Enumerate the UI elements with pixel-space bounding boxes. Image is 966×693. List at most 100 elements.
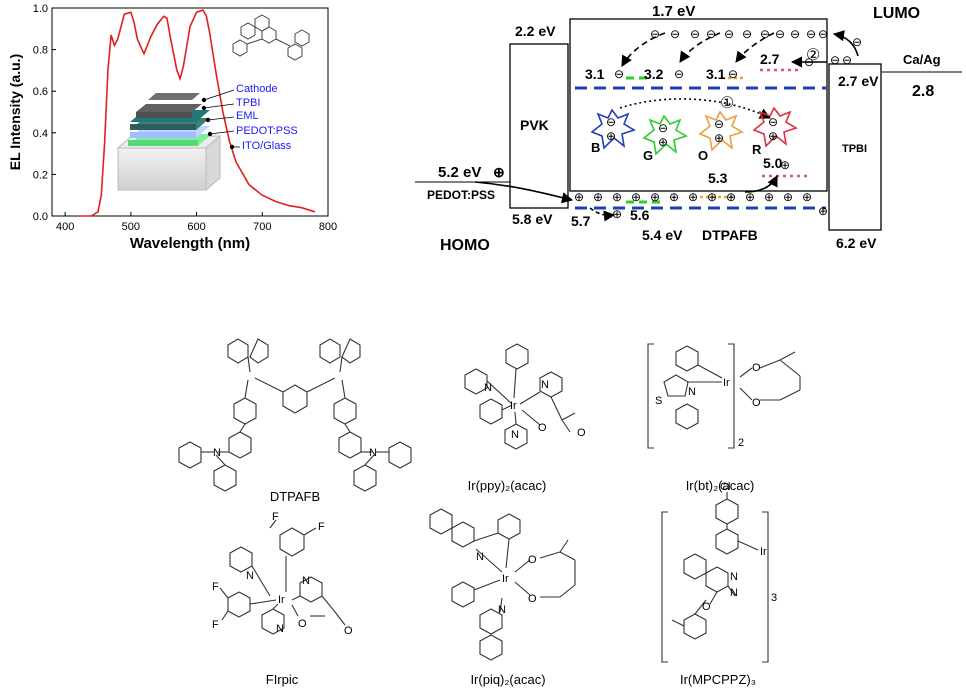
lumo-label: LUMO (873, 5, 920, 22)
pedot-value: 5.2 eV (438, 164, 481, 181)
x-tick-label: 600 (187, 221, 205, 233)
pvk-homo: 5.8 eV (512, 211, 553, 227)
dtpafb-atom-n2: N (369, 447, 377, 459)
host-box (569, 18, 828, 192)
pvk-lumo: 2.2 eV (515, 23, 556, 39)
svg-text:⊕: ⊕ (631, 190, 641, 204)
svg-text:⊖: ⊖ (658, 121, 668, 135)
layer-label-ito: ITO/Glass (242, 140, 292, 152)
dopant-star-green: ⊖ ⊕ G (642, 114, 688, 163)
irmpc-atom-n2: N (730, 587, 738, 599)
irbt-atom-s: S (655, 395, 662, 407)
irpiq-atom-o2: O (528, 593, 537, 605)
y-axis-ticks: 0.00.20.40.60.81.0 (33, 3, 56, 223)
y-tick-label: 1.0 (33, 3, 48, 15)
tpbi-homo: 6.2 eV (836, 235, 877, 251)
svg-text:⊕: ⊕ (818, 204, 828, 218)
layer-label-eml: EML (236, 110, 259, 122)
svg-text:⊕: ⊕ (612, 207, 622, 221)
y-tick-label: 0.2 (33, 169, 48, 181)
firpic-atom-n1: N (246, 570, 254, 582)
irmpc-structure-image (661, 492, 769, 663)
firpic-atom-n3: N (302, 575, 310, 587)
device-stack-illustration: Cathode TPBI EML PEDOT:PSS ITO/Glass (116, 83, 298, 192)
svg-text:⊖: ⊖ (806, 27, 816, 41)
pvk-box (509, 43, 569, 209)
svg-text:⊖: ⊖ (690, 27, 700, 41)
irmpc-atom-ir: Ir (760, 546, 767, 558)
x-axis-label: Wavelength (nm) (130, 235, 250, 252)
irpiq-atom-ir: Ir (502, 573, 509, 585)
dopant-star-orange: ⊖ ⊕ O (698, 110, 744, 163)
svg-text:⊖: ⊖ (650, 27, 660, 41)
svg-text:⊖: ⊖ (790, 27, 800, 41)
irppy-structure-image (464, 343, 576, 450)
dopant-star-blue: ⊖ ⊕ B (590, 108, 636, 155)
svg-text:⊖: ⊖ (714, 117, 724, 131)
svg-text:B: B (591, 140, 600, 155)
svg-text:⊖: ⊖ (830, 53, 840, 67)
irppy-atom-n2: N (511, 429, 519, 441)
irbt-structure-image (647, 343, 801, 449)
svg-text:⊖: ⊖ (728, 67, 738, 81)
svg-text:⊖: ⊖ (674, 67, 684, 81)
tpbi-name: TPBI (842, 143, 867, 155)
svg-text:⊕: ⊕ (606, 129, 616, 143)
tpbi-box (828, 63, 882, 231)
chemical-structures: N N DTPAFB Ir N N N O O (178, 338, 801, 687)
svg-text:⊖: ⊖ (775, 27, 785, 41)
svg-text:⊖: ⊖ (724, 27, 734, 41)
svg-text:⊖: ⊖ (760, 27, 770, 41)
dtpafb-atom-n1: N (213, 447, 221, 459)
dtpafb-structure-image (178, 338, 412, 492)
firpic-atom-f2: F (318, 521, 325, 533)
lumo-level-orange: 3.1 (706, 66, 726, 82)
svg-text:⊕: ⊕ (802, 190, 812, 204)
irppy-atom-o2: O (577, 427, 586, 439)
plot-frame (51, 7, 329, 217)
x-tick-label: 400 (56, 221, 74, 233)
cathode-name: Ca/Ag (903, 52, 941, 67)
irpiq-atom-o1: O (528, 554, 537, 566)
svg-text:⊕: ⊕ (764, 190, 774, 204)
svg-text:⊖: ⊖ (742, 27, 752, 41)
svg-text:⊕: ⊕ (714, 131, 724, 145)
svg-text:⊕: ⊕ (612, 190, 622, 204)
irbt-atom-o1: O (752, 362, 761, 374)
svg-text:⊕: ⊕ (768, 129, 778, 143)
svg-text:⊕: ⊕ (574, 190, 584, 204)
x-tick-label: 500 (122, 221, 140, 233)
cathode-value: 2.8 (912, 83, 934, 100)
svg-text:⊖: ⊖ (614, 67, 624, 81)
step-2-marker: ② (806, 47, 820, 64)
tpbi-lumo: 2.7 eV (838, 73, 879, 89)
y-tick-label: 0.0 (33, 211, 48, 223)
irmpc-atom-cl: Cl (720, 481, 730, 493)
irbt-subscript: 2 (738, 437, 744, 449)
svg-text:⊕: ⊕ (669, 190, 679, 204)
dopant-star-red: ⊖ ⊕ R (752, 106, 798, 157)
firpic-structure-image (219, 519, 346, 635)
irppy-atom-ir: Ir (510, 400, 517, 412)
firpic-atom-o2: O (344, 625, 353, 637)
irpiq-structure-image (429, 508, 576, 661)
firpic-atom-f4: F (212, 619, 219, 631)
irpiq-label: Ir(piq)₂(acac) (470, 672, 545, 687)
pvk-name: PVK (520, 117, 549, 133)
irppy-atom-o1: O (538, 422, 547, 434)
homo-level-blue: 5.7 (571, 213, 591, 229)
irbt-label: Ir(bt)₂(acac) (686, 478, 755, 493)
host-homo: 5.4 eV (642, 227, 683, 243)
svg-text:⊕: ⊕ (658, 135, 668, 149)
x-tick-label: 800 (319, 221, 337, 233)
svg-text:⊖: ⊖ (606, 115, 616, 129)
lumo-level-red: 2.7 (760, 51, 780, 67)
svg-text:R: R (752, 142, 762, 157)
irmpc-atom-n1: N (730, 571, 738, 583)
layer-label-tpbi: TPBI (236, 97, 260, 109)
firpic-atom-ir: Ir (278, 594, 285, 606)
svg-text:⊖: ⊖ (818, 27, 828, 41)
y-axis-label: EL Intensity (a.u.) (7, 54, 23, 170)
